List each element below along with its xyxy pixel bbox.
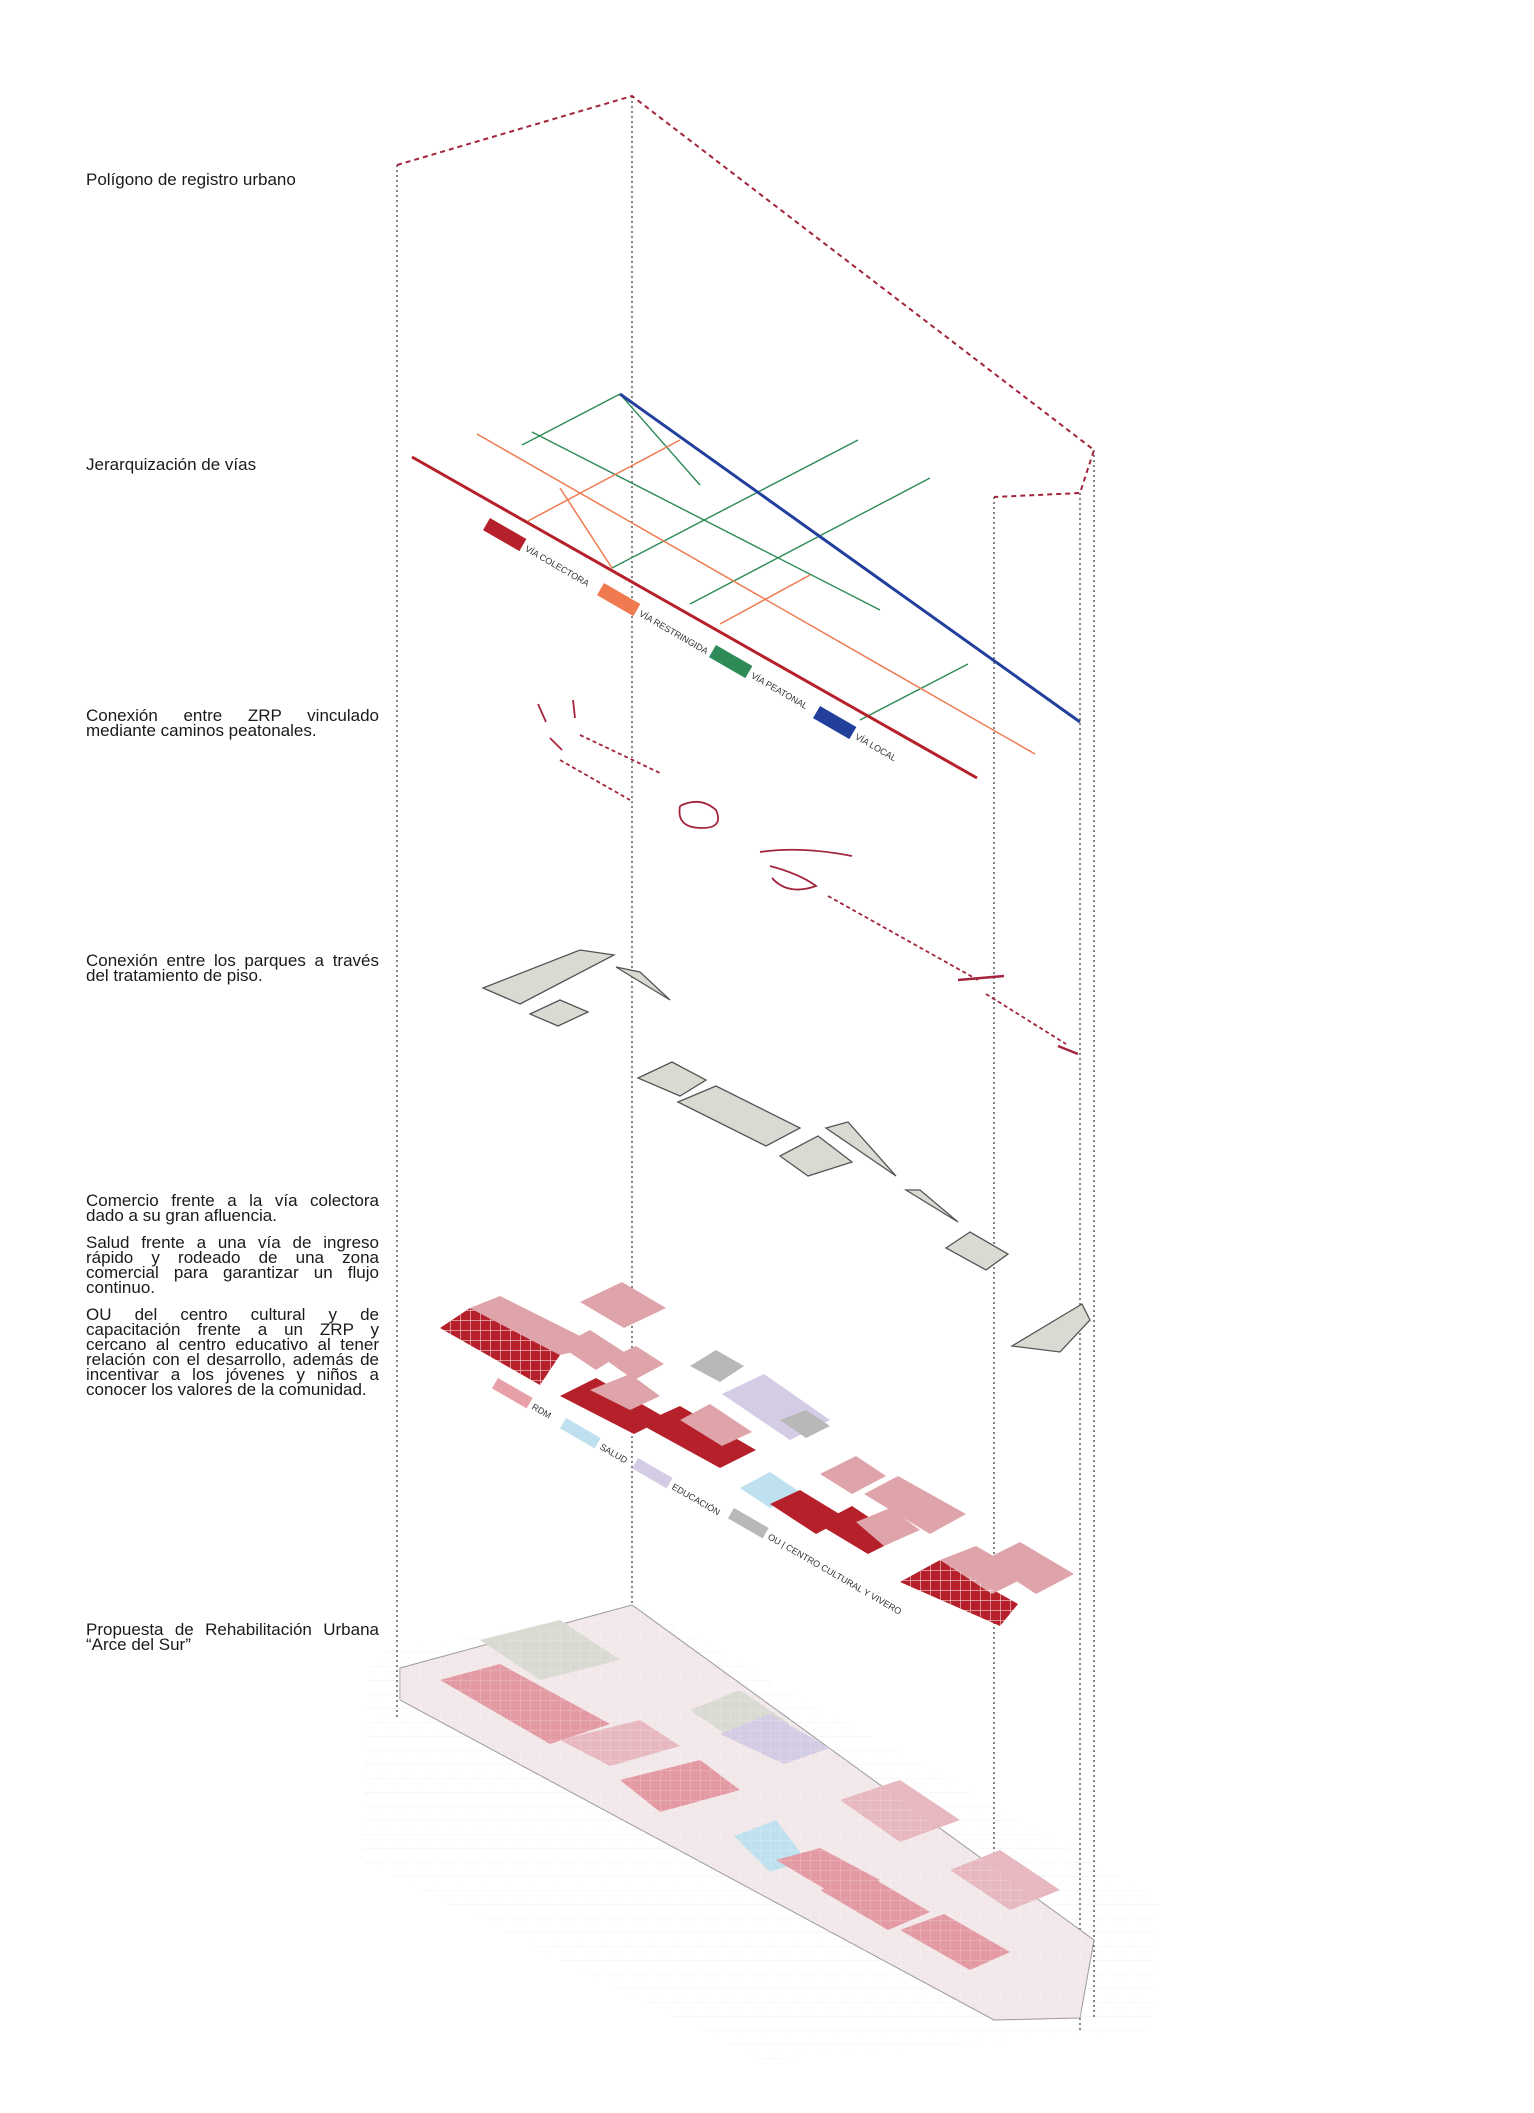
legend-swatch-restringida xyxy=(597,583,640,616)
vias-network xyxy=(412,394,1080,778)
legend-label-colectora: VÍA COLECTORA xyxy=(523,544,591,589)
legend-label-restringida: VÍA RESTRINGIDA xyxy=(637,609,710,657)
legend-label-local: VÍA LOCAL xyxy=(853,732,898,764)
legend-label-rdm: RDM xyxy=(530,1402,553,1421)
legend-swatch-rdm xyxy=(492,1378,533,1408)
legend-label-educacion: EDUCACIÓN xyxy=(670,1482,722,1518)
legend-swatch-salud xyxy=(560,1418,601,1448)
legend-swatch-colectora xyxy=(483,518,526,551)
legend-swatch-ou xyxy=(728,1508,769,1538)
parques xyxy=(483,950,1090,1352)
legend-swatch-local xyxy=(813,706,856,739)
poligono-outline xyxy=(397,96,1094,497)
legend-label-salud: SALUD xyxy=(598,1442,629,1466)
usos-de-suelo xyxy=(440,1282,1074,1626)
legend-swatch-peatonal xyxy=(709,645,752,678)
legend-swatch-educacion xyxy=(632,1458,673,1488)
pedestrian-paths xyxy=(538,700,1078,1054)
